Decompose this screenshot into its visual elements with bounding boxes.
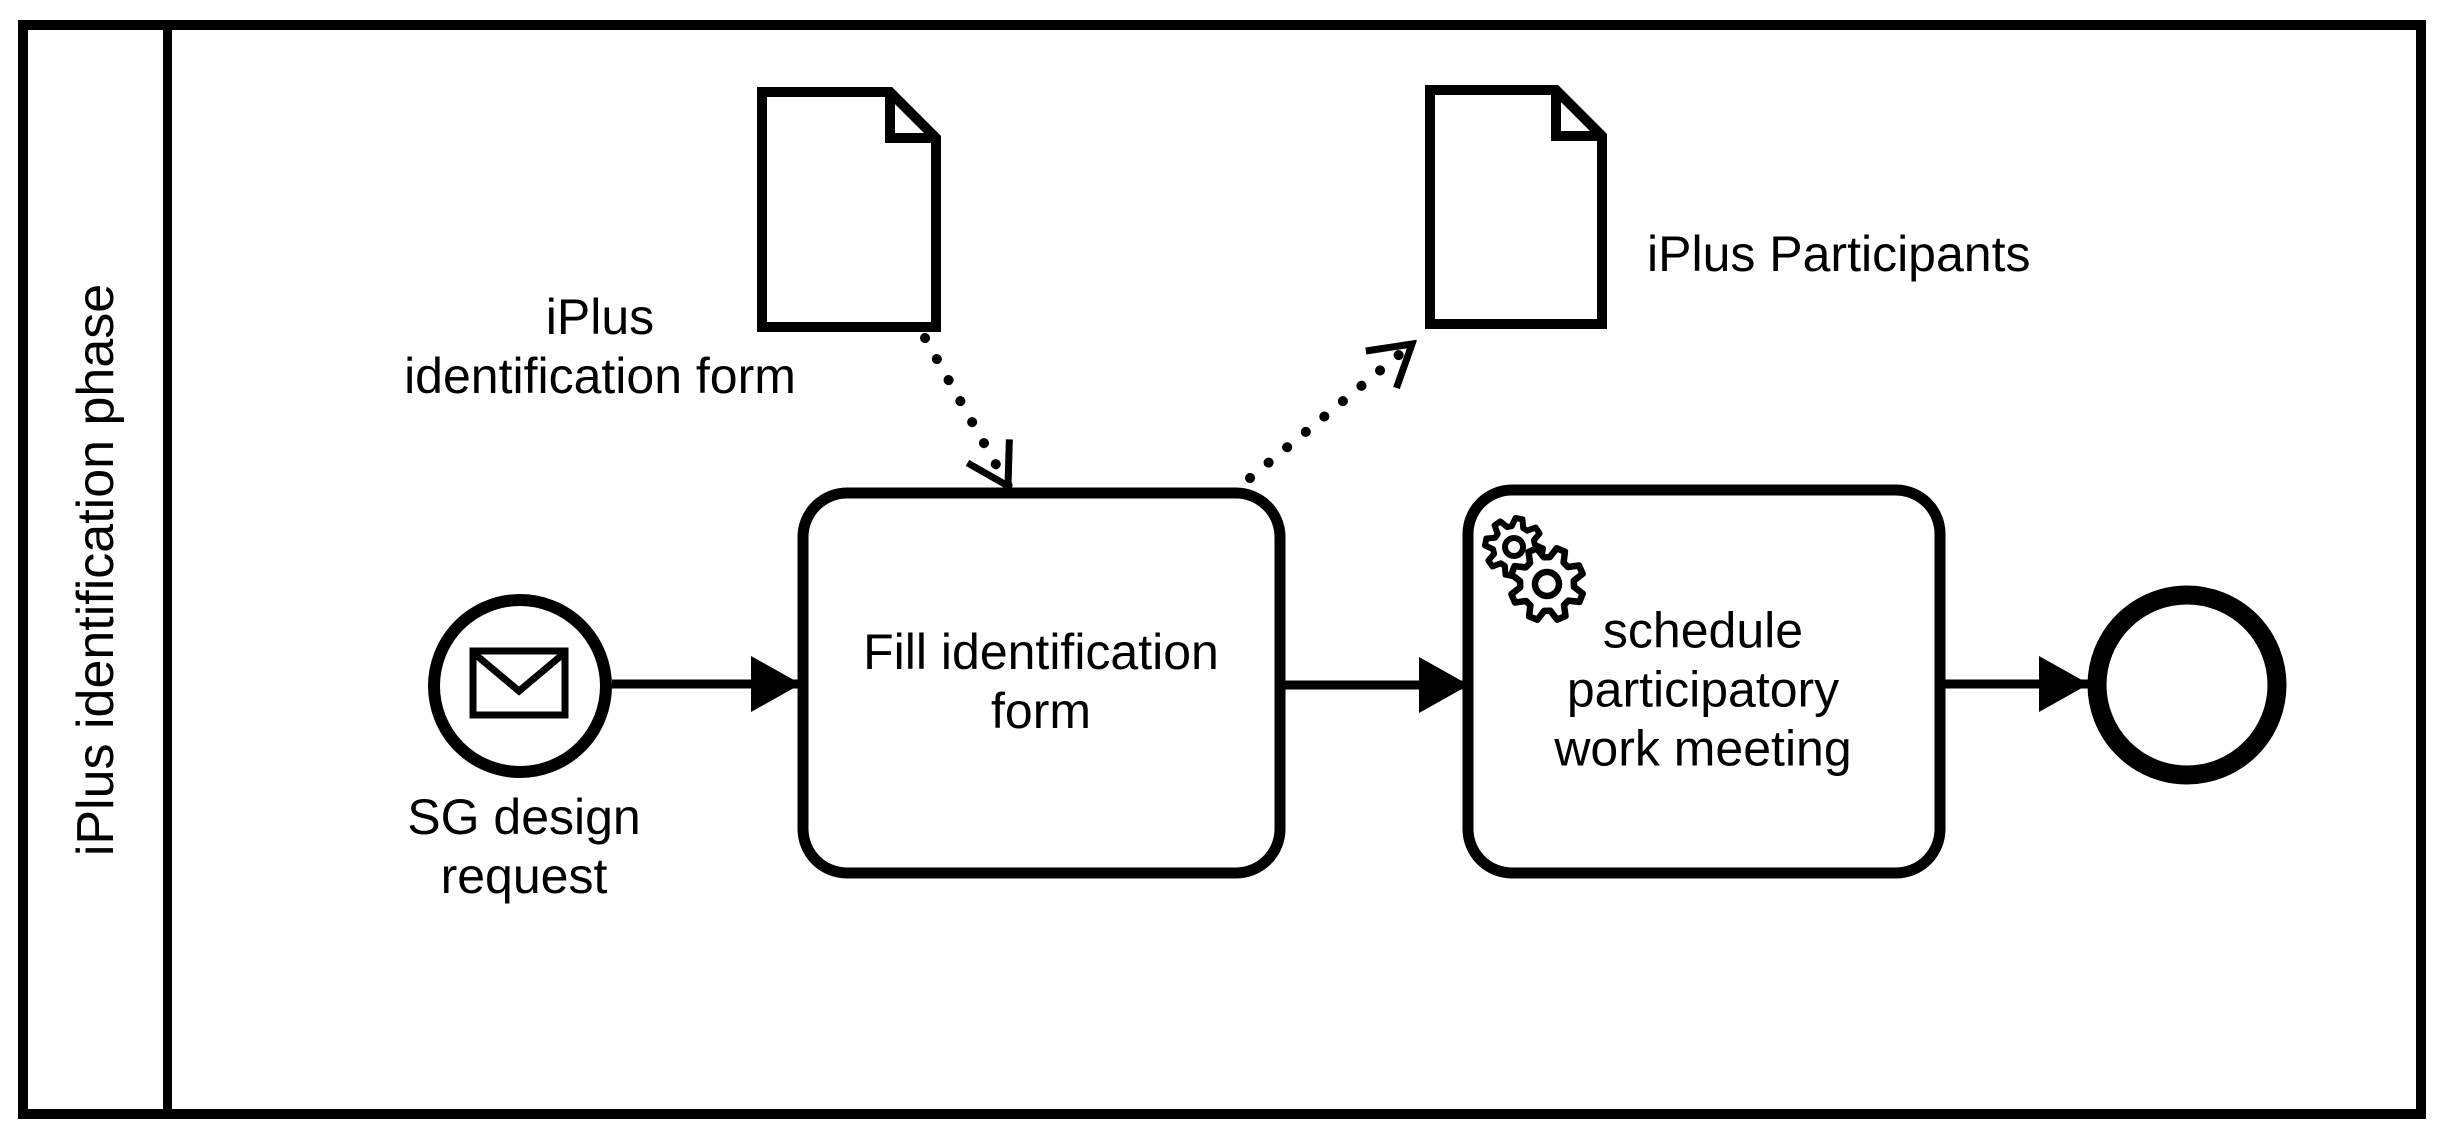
data-object-participants (1425, 85, 1607, 329)
data-association-task-to-participants (1245, 339, 1412, 483)
service-task-gears-icon (1482, 515, 1586, 623)
data-object-participants-label: iPlus Participants (1647, 226, 2031, 282)
data-association-form-to-task (920, 333, 1013, 486)
pool-title: iPlus identification phase (67, 283, 125, 857)
end-event-circle (2087, 585, 2287, 785)
data-object-identification-form-label: iPlus identification form (404, 289, 796, 404)
document-fold-icon (1551, 90, 1602, 141)
task-schedule-participatory-work-meeting (1462, 484, 1946, 879)
start-event-message (428, 594, 612, 778)
pool-boundary (18, 20, 2426, 1119)
task-fill-identification-form (797, 487, 1286, 879)
message-envelope-icon (469, 647, 569, 719)
document-fold-icon (885, 92, 936, 143)
task-fill-identification-form-label: Fill identification form (863, 624, 1219, 739)
data-object-identification-form (757, 87, 941, 332)
start-event-label: SG design request (407, 789, 641, 904)
task-schedule-participatory-work-meeting-label: schedule participatory work meeting (1554, 602, 1852, 777)
